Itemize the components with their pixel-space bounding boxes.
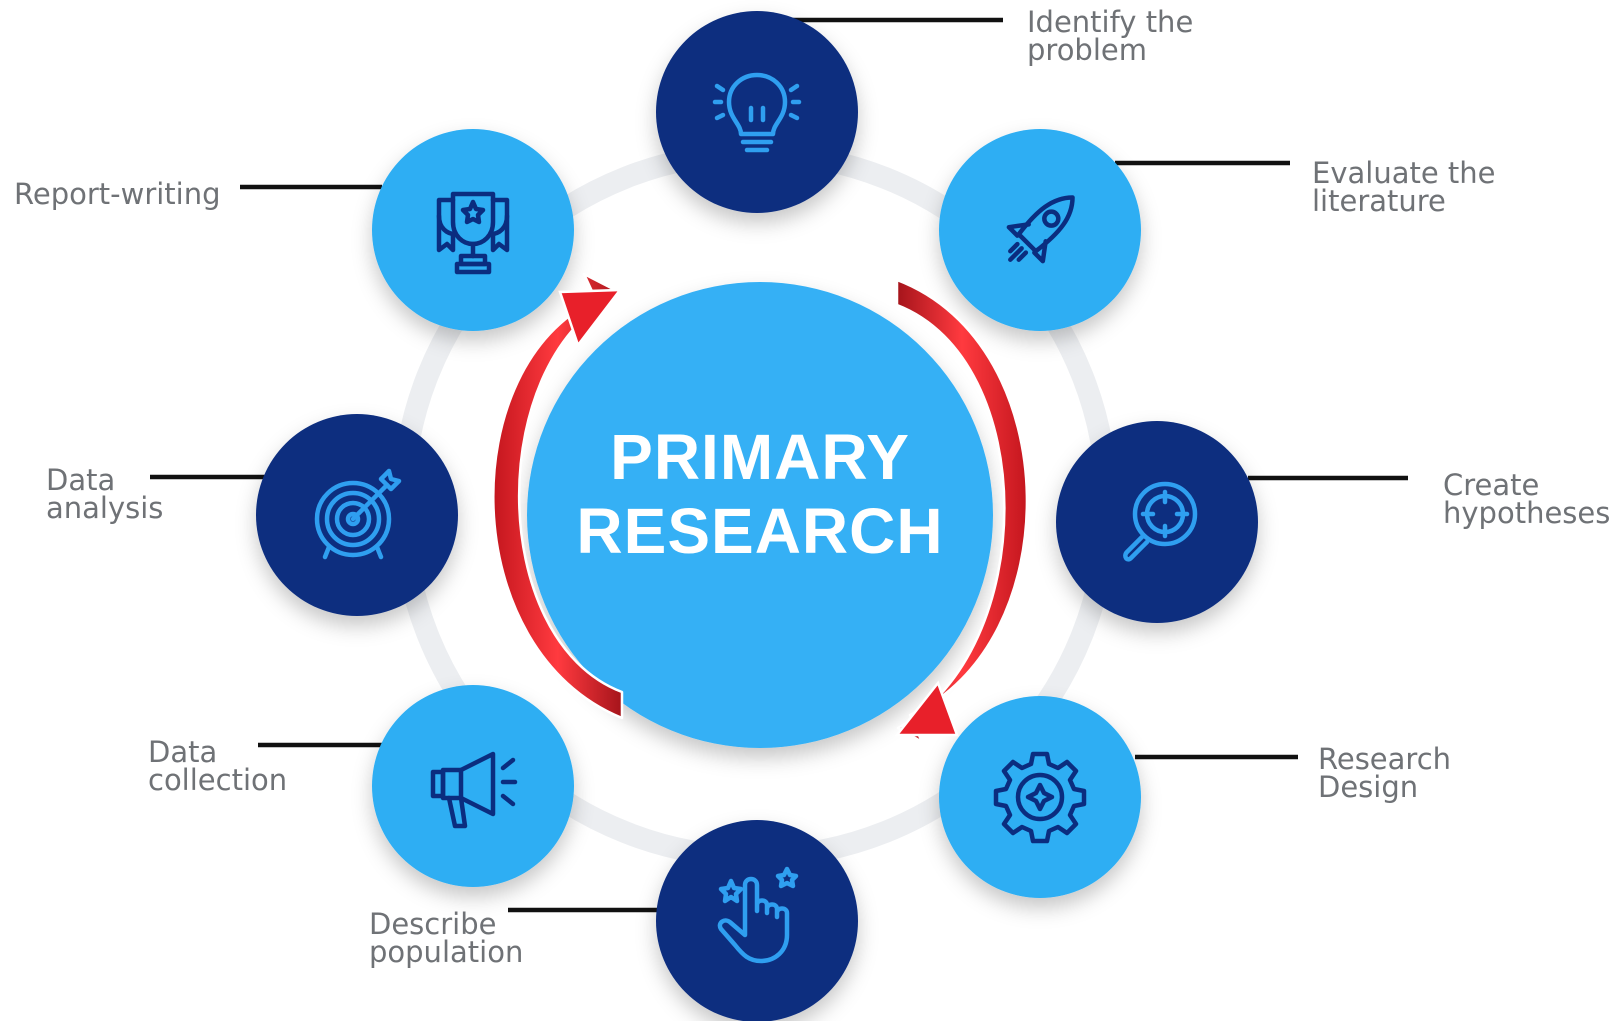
- label-report: Report-writing: [14, 177, 221, 211]
- arrow-heads: [558, 288, 959, 737]
- lightbulb-icon: [712, 72, 802, 153]
- cycle-arrow-right: [895, 278, 1029, 744]
- label-analysis: Data analysis: [46, 463, 164, 525]
- label-design: Research Design: [1318, 742, 1452, 804]
- step-circle-hypotheses: [1056, 421, 1258, 623]
- label-collection: Data collection: [148, 735, 288, 797]
- arrow-head-left: [558, 288, 623, 348]
- step-circle-report: [372, 129, 574, 331]
- step-circle-design: [939, 696, 1141, 898]
- target-arrow-icon: [314, 468, 402, 560]
- cycle-arrow-left: [492, 272, 624, 720]
- center-title: PRIMARY RESEARCH: [525, 420, 995, 568]
- connector-lines: [150, 17, 1408, 913]
- magnifier-crosshair-icon: [1123, 481, 1198, 562]
- megaphone-icon: [430, 751, 518, 829]
- step-circle-identify: [656, 11, 858, 213]
- center-circle: [527, 282, 993, 748]
- label-identify: Identify the problem: [1027, 5, 1194, 67]
- label-describe: Describe population: [369, 907, 524, 969]
- arrow-head-right: [894, 680, 959, 737]
- hand-pointer-stars-icon: [717, 866, 799, 964]
- step-circle-evaluate: [939, 129, 1141, 331]
- center-title-line1: PRIMARY: [610, 421, 910, 493]
- trophy-icon: [436, 191, 510, 275]
- gear-icon: [993, 751, 1087, 844]
- step-circle-describe: [656, 820, 858, 1022]
- center-title-line2: RESEARCH: [576, 495, 944, 567]
- step-circle-collection: [372, 685, 574, 887]
- label-hypotheses: Create hypotheses: [1443, 468, 1611, 530]
- label-evaluate: Evaluate the literature: [1312, 156, 1496, 218]
- rocket-icon: [1006, 195, 1075, 264]
